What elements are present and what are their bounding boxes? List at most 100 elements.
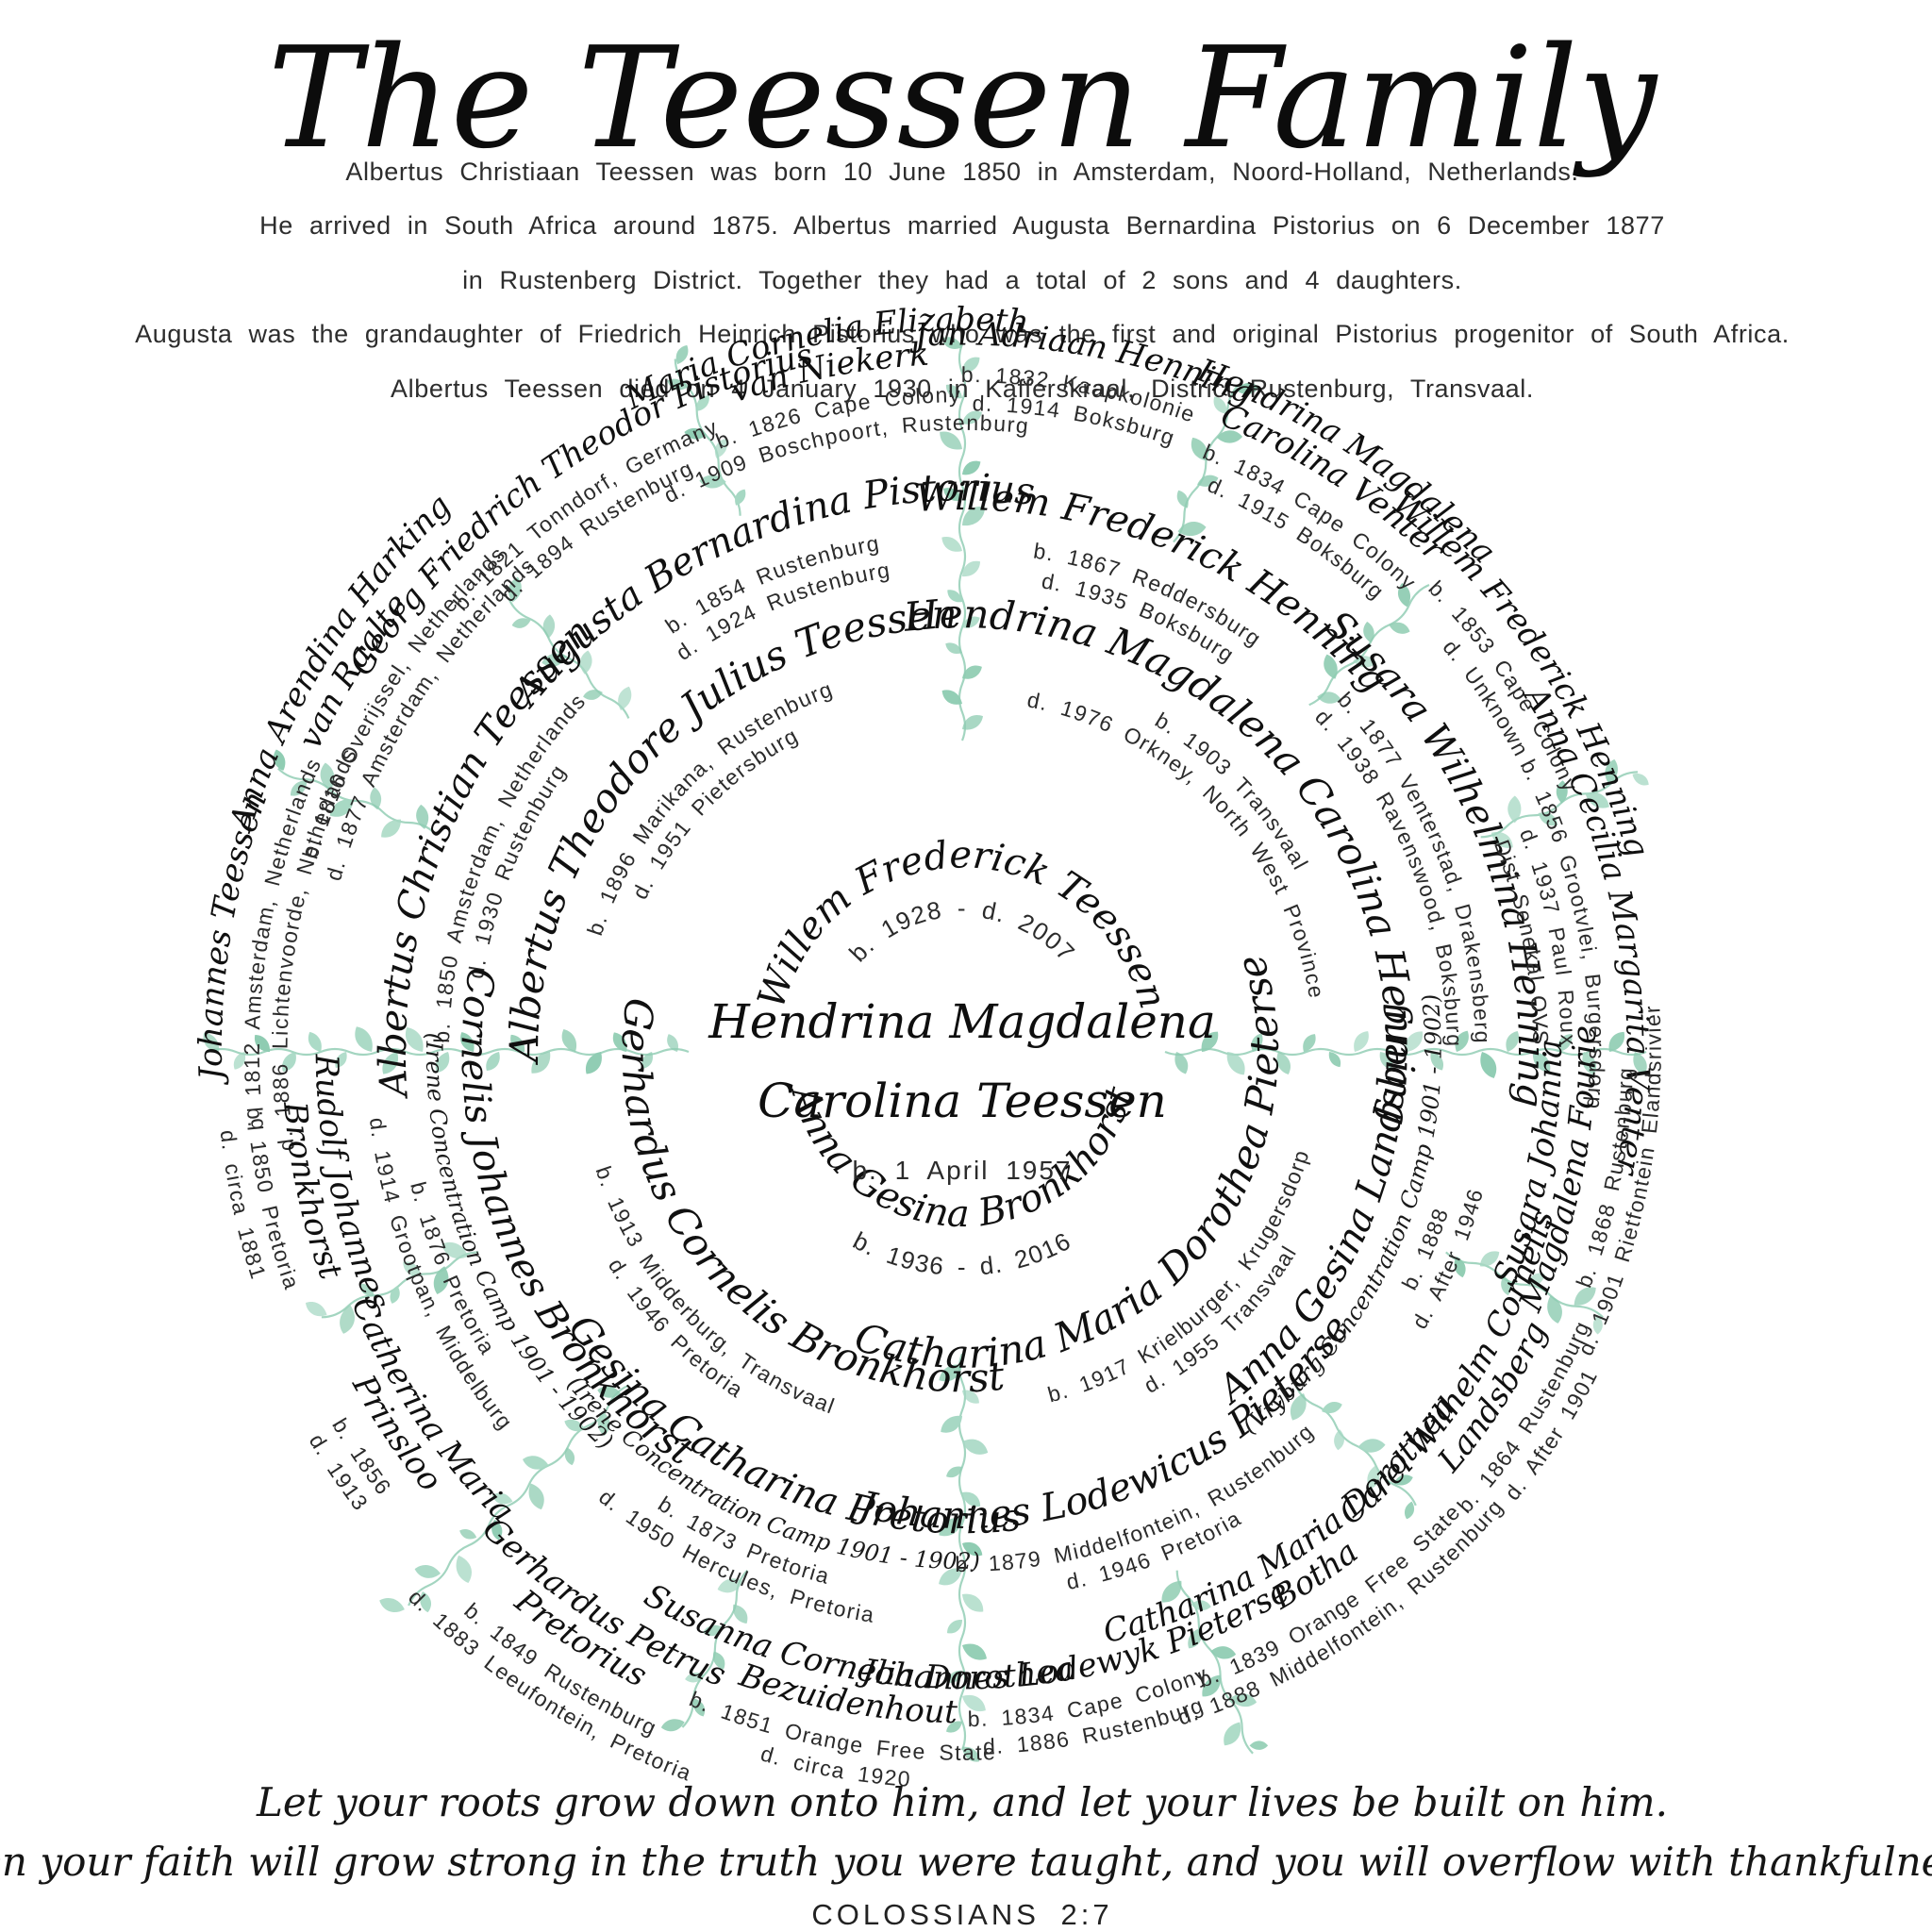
leaf-icon [1230, 1693, 1257, 1707]
vine-stem [1445, 1251, 1604, 1319]
leaf-icon [1404, 1501, 1415, 1520]
center-person-name-line-2: Carolina Teessen [758, 1074, 1167, 1128]
leaf-icon [420, 1591, 432, 1613]
leaf-icon [1201, 1031, 1219, 1052]
leaf-icon [583, 690, 603, 700]
leaf-icon [1592, 1315, 1603, 1335]
center-person: Hendrina Magdalena Carolina Teessen b. 1… [708, 994, 1216, 1185]
vine-decoration [305, 1241, 479, 1334]
vine-stem [1173, 384, 1240, 543]
leaf-icon [942, 488, 962, 501]
intro-line-3: in Rustenberg District. Together they ha… [462, 266, 1462, 294]
leaf-icon [962, 1491, 981, 1507]
leaf-icon [962, 665, 982, 679]
intro-line-1: Albertus Christiaan Teessen was born 10 … [345, 158, 1578, 186]
leaf-icon [1526, 1273, 1545, 1287]
leaf-icon [947, 590, 962, 603]
leaf-icon [962, 1746, 979, 1762]
leaf-icon [273, 749, 286, 771]
leaf-icon [1188, 1627, 1203, 1649]
leaf-icon [1197, 475, 1219, 487]
vine-decoration [660, 1569, 749, 1732]
leaf-icon [1354, 1031, 1369, 1052]
leaf-icon [1328, 1052, 1341, 1068]
leaf-icon [1397, 582, 1411, 608]
leaf-icon [1177, 522, 1207, 537]
leaf-icon [405, 1026, 424, 1052]
leaf-icon [1317, 691, 1341, 704]
person-life-detail: b. 1928 - d. 2007 [843, 893, 1081, 967]
leaf-icon [733, 1604, 748, 1624]
leaf-icon [618, 686, 632, 710]
leaf-icon [1236, 382, 1259, 394]
leaf-icon [946, 1466, 962, 1478]
leaf-icon [1191, 437, 1208, 461]
vine-stem [321, 1251, 479, 1319]
leaf-icon [1632, 774, 1649, 786]
vine-stem [1175, 1570, 1254, 1755]
leaf-icon [564, 1447, 575, 1466]
leaf-icon [1585, 791, 1609, 808]
leaf-icon [1547, 1295, 1562, 1324]
leaf-icon [433, 1266, 449, 1294]
leaf-icon [585, 1052, 602, 1074]
leaf-icon [1532, 1052, 1551, 1073]
leaf-icon [456, 1555, 472, 1584]
leaf-icon [390, 1286, 400, 1304]
vine-decoration [1164, 1030, 1647, 1078]
leaf-icon [941, 337, 962, 349]
leaf-icon [696, 395, 709, 411]
vine-decoration [1480, 758, 1649, 848]
poster-title: The Teessen Family [268, 17, 1659, 179]
vine-stem [207, 1047, 690, 1057]
leaf-icon [1210, 1646, 1237, 1659]
leaf-icon [340, 1305, 355, 1334]
vine-decoration [273, 749, 436, 838]
leaf-icon [1393, 1474, 1413, 1486]
leaf-icon [1605, 758, 1618, 784]
leaf-icon [1608, 1031, 1625, 1052]
vine-decoration [940, 337, 986, 741]
vine-decoration [1308, 582, 1430, 707]
leaf-icon [531, 1052, 551, 1074]
vine-stem [277, 767, 436, 835]
vine-decoration [1173, 382, 1259, 543]
leaf-icon [703, 1624, 724, 1637]
leaf-icon [685, 1672, 705, 1683]
leaf-icon [1557, 1033, 1573, 1052]
leaf-icon [597, 1411, 610, 1437]
leaf-icon [962, 715, 984, 730]
leaf-icon [460, 1032, 475, 1052]
leaf-icon [564, 1419, 585, 1432]
vine-decoration [667, 344, 746, 516]
leaf-icon [597, 1386, 621, 1398]
leaf-icon [528, 1483, 544, 1510]
leaf-icon [612, 1032, 627, 1052]
leaf-icon [335, 1052, 347, 1068]
leaf-icon [1455, 1030, 1469, 1052]
leaf-icon [1405, 1031, 1424, 1052]
center-person-birth-detail: b. 1 April 1957 [852, 1156, 1072, 1185]
center-person-name-line-1: Hendrina Magdalena [708, 994, 1216, 1049]
leaf-icon [1506, 1031, 1520, 1052]
leaf-icon [308, 1031, 322, 1052]
intro-line-2: He arrived in South Africa around 1875. … [259, 211, 1665, 240]
leaf-icon [416, 804, 429, 829]
vine-stem [674, 358, 741, 516]
leaf-icon [714, 438, 727, 458]
leaf-icon [684, 427, 708, 440]
leaf-icon [1367, 1465, 1380, 1490]
vine-stem [1480, 771, 1639, 839]
leaf-icon [962, 1541, 983, 1557]
leaf-icon [962, 560, 981, 577]
vine-stem [508, 597, 630, 719]
leaf-icon [1251, 1033, 1263, 1052]
leaf-icon [947, 1670, 962, 1683]
leaf-icon [1213, 396, 1227, 414]
leaf-icon [1379, 1052, 1393, 1070]
vine-decoration [1290, 1385, 1417, 1520]
vine-decoration [1445, 1251, 1604, 1335]
intro-line-5: Albertus Teessen died on 4 January 1930 … [391, 375, 1534, 403]
